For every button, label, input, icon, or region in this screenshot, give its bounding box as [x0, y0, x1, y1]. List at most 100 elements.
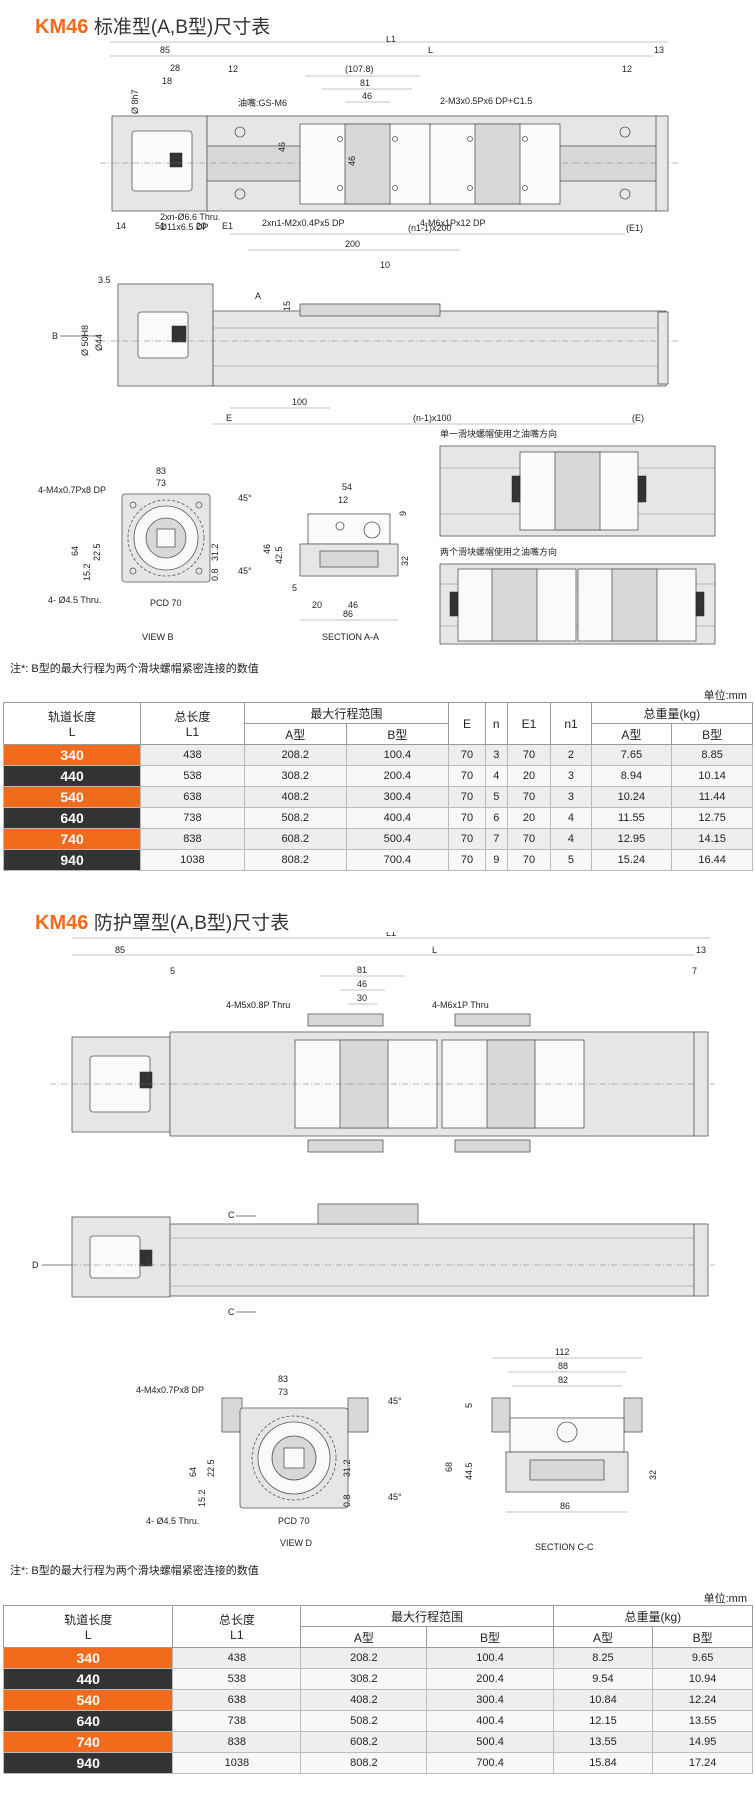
- dim-28: 28: [170, 63, 180, 73]
- dim-14: 14: [116, 221, 126, 231]
- cell-total: 1038: [140, 849, 245, 871]
- cell-a: 608.2: [243, 828, 347, 850]
- th-n: n: [485, 702, 508, 745]
- cell-b: 400.4: [345, 807, 449, 829]
- vd-83: 83: [278, 1374, 288, 1384]
- vd-15-2: 15.2: [197, 1489, 207, 1507]
- cell-rail: 540: [2, 786, 142, 808]
- section1-note: 注*: B型的最大行程为两个滑块螺帽紧密连接的数值: [10, 663, 259, 675]
- vd-22-5: 22.5: [206, 1459, 216, 1477]
- th-wa: A型: [590, 723, 673, 745]
- th-a: A型: [243, 723, 347, 745]
- dim-200: 200: [345, 239, 360, 249]
- cell-b: 700.4: [426, 1752, 554, 1774]
- dim-eb: (E): [632, 413, 644, 423]
- th-e: E: [447, 702, 487, 745]
- cell-wb: 11.44: [671, 786, 753, 808]
- cell-wb: 10.94: [652, 1668, 753, 1690]
- cell-wb: 12.75: [671, 807, 753, 829]
- th2-wb: B型: [652, 1626, 753, 1648]
- label-a1: A: [255, 291, 261, 301]
- vb-label: VIEW B: [142, 632, 174, 642]
- vb-thru: 4- Ø4.5 Thru.: [48, 595, 101, 605]
- cell-e1: 70: [506, 744, 552, 766]
- dim-46: 46: [362, 91, 372, 101]
- callout-oil: 油嘴:GS-M6: [238, 97, 287, 108]
- cell-wa: 15.84: [552, 1752, 654, 1774]
- side-view-2: C C D: [32, 1203, 715, 1317]
- dim-13: 13: [654, 45, 664, 55]
- dim2-46: 46: [357, 979, 367, 989]
- cell-a: 508.2: [243, 807, 347, 829]
- vb-45a: 45°: [238, 493, 252, 503]
- sc-86: 86: [560, 1501, 570, 1511]
- cell-a: 308.2: [243, 765, 347, 787]
- th-weight: 总重量(kg): [590, 702, 754, 724]
- vd-45b: 45°: [388, 1492, 402, 1502]
- section2-code: KM46: [35, 912, 89, 934]
- sa-42-5: 42.5: [274, 546, 284, 564]
- dim2-l1: L1: [386, 932, 396, 938]
- vd-m4: 4-M4x0.7Px8 DP: [136, 1385, 204, 1395]
- cell-n1: 4: [550, 828, 592, 850]
- dim-100: 100: [292, 397, 307, 407]
- cell-wa: 7.65: [590, 744, 673, 766]
- top-view: L1 85 L 13 28 18 12 (107.8) 81 46 12 Ø 8…: [100, 36, 680, 232]
- cell-rail: 540: [2, 1689, 174, 1711]
- section1-title: KM46 标准型(A,B型)尺寸表: [35, 12, 270, 39]
- cell-n: 6: [485, 807, 508, 829]
- dim-10: 10: [380, 260, 390, 270]
- cell-n: 9: [485, 849, 508, 871]
- sa-12: 12: [338, 495, 348, 505]
- cell-rail: 740: [2, 1731, 174, 1753]
- dim-46-v1: 46: [277, 142, 287, 152]
- label-b: B: [52, 331, 58, 341]
- cell-wa: 13.55: [552, 1731, 654, 1753]
- dim2-5: 5: [170, 966, 175, 976]
- cell-wa: 9.54: [552, 1668, 654, 1690]
- oil-double-label: 两个滑块螺帽使用之油嘴方向: [440, 546, 557, 557]
- label2-c2: C: [228, 1307, 235, 1317]
- side-body-2: [169, 1223, 696, 1297]
- cell-b: 500.4: [426, 1731, 554, 1753]
- cell-rail: 940: [2, 849, 142, 871]
- cell-e1: 70: [506, 849, 552, 871]
- dim-e1b: (E1): [626, 223, 643, 233]
- dim-e1: E1: [222, 221, 233, 231]
- dim-n: (n-1)x100: [413, 413, 452, 423]
- cell-wa: 12.95: [590, 828, 673, 850]
- dim-107: (107.8): [345, 64, 374, 74]
- th-n1: n1: [550, 702, 592, 745]
- cell-total: 538: [172, 1668, 302, 1690]
- dim2-l: L: [432, 945, 437, 955]
- cell-b: 200.4: [345, 765, 449, 787]
- cell-b: 200.4: [426, 1668, 554, 1690]
- dim-l: L: [428, 45, 433, 55]
- sa-carriage: [307, 513, 391, 545]
- oil-single-label: 单一滑块螺帽使用之油嘴方向: [440, 428, 557, 439]
- dim-3-5: 3.5: [98, 275, 111, 285]
- sa-54: 54: [342, 482, 352, 492]
- cell-rail: 340: [2, 1647, 174, 1669]
- th-wb: B型: [671, 723, 753, 745]
- cell-e: 70: [447, 828, 487, 850]
- cell-wb: 10.14: [671, 765, 753, 787]
- cell-rail: 940: [2, 1752, 174, 1774]
- th2-weight: 总重量(kg): [552, 1605, 754, 1627]
- cell-a: 508.2: [300, 1710, 428, 1732]
- th2-stroke: 最大行程范围: [300, 1605, 554, 1627]
- dim-l1: L1: [386, 36, 396, 44]
- sc-44-5: 44.5: [464, 1462, 474, 1480]
- cell-b: 300.4: [345, 786, 449, 808]
- cell-a: 608.2: [300, 1731, 428, 1753]
- dim-e: E: [226, 413, 232, 423]
- cell-n1: 4: [550, 807, 592, 829]
